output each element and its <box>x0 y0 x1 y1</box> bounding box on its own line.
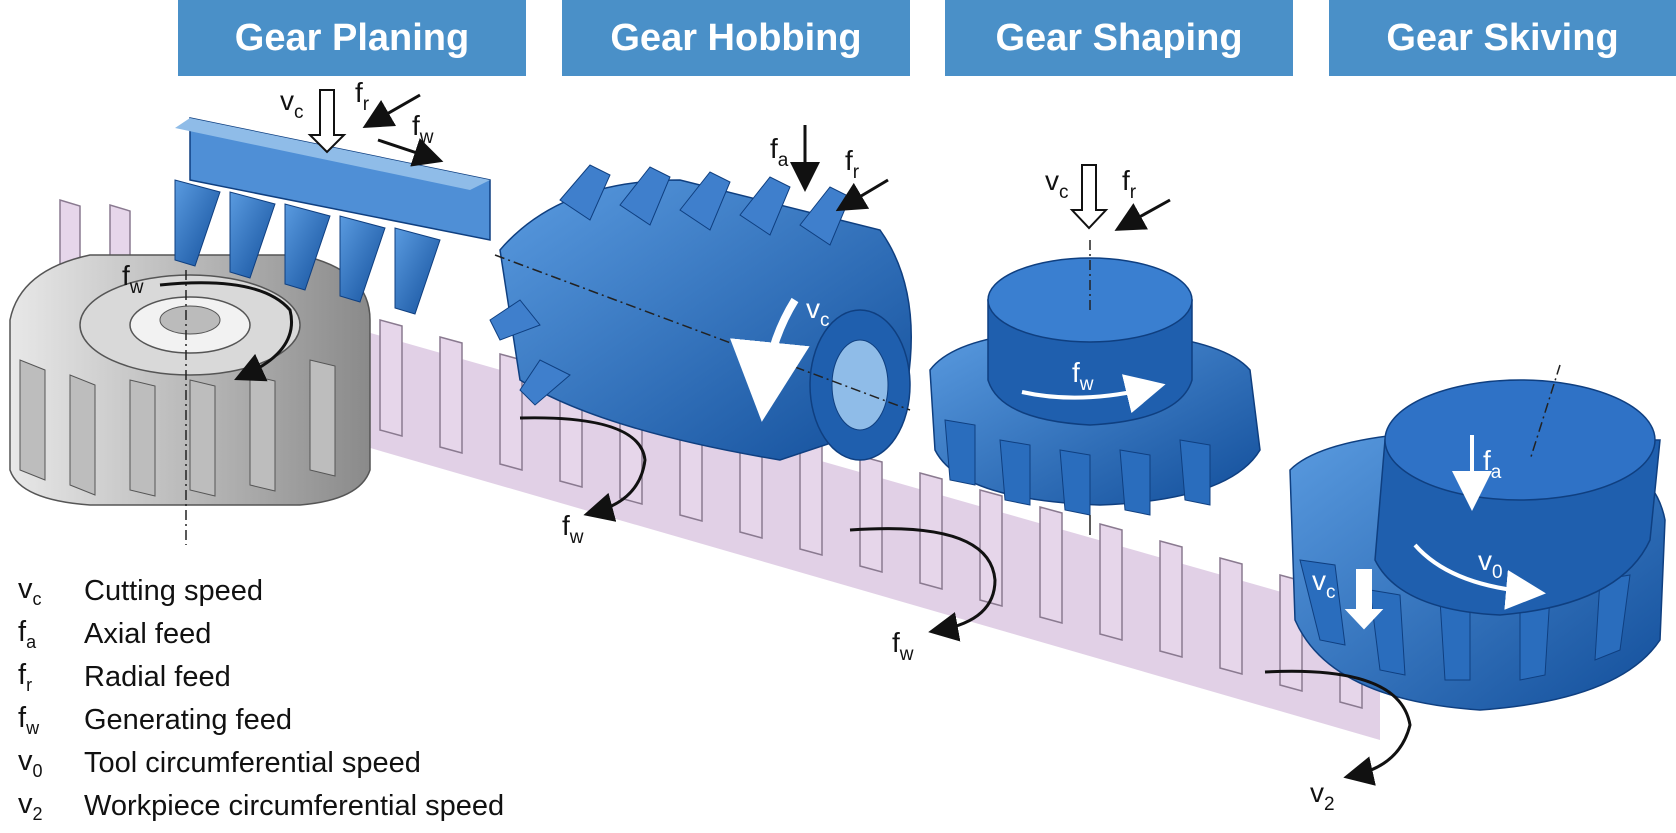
hobbing-fr-label: fr <box>845 145 860 183</box>
shaping-fw2-label: fw <box>892 627 914 665</box>
legend-text: Workpiece circumferential speed <box>84 790 504 823</box>
legend-row-v0: v0 Tool circumferential speed <box>18 742 504 785</box>
legend-text: Cutting speed <box>84 575 263 608</box>
legend-text: Generating feed <box>84 704 292 737</box>
legend-row-v2: v2 Workpiece circumferential speed <box>18 785 504 828</box>
hobbing-fa-label: fa <box>770 133 789 171</box>
planing-vc-label: vc <box>280 85 304 123</box>
hobbing-fr-arrow <box>846 180 888 205</box>
planing-fr-label: fr <box>355 77 370 115</box>
legend-symbol: v2 <box>18 788 84 825</box>
legend-symbol: fw <box>18 702 84 739</box>
planing-workpiece-gear <box>10 255 370 545</box>
shaping-vc-label: vc <box>1045 165 1069 203</box>
legend-symbol: fa <box>18 616 84 653</box>
shaping-fr-arrow <box>1125 200 1170 225</box>
legend-text: Tool circumferential speed <box>84 747 421 780</box>
skiving-v2-label: v2 <box>1310 777 1335 815</box>
planing-fw-label: fw <box>412 110 434 148</box>
shaping-vc-arrow <box>1072 165 1106 228</box>
legend-row-vc: vc Cutting speed <box>18 570 504 613</box>
legend-symbol: vc <box>18 573 84 610</box>
legend-text: Radial feed <box>84 661 231 694</box>
shaping-fr-label: fr <box>1122 165 1137 203</box>
legend-symbol: v0 <box>18 745 84 782</box>
legend-symbol: fr <box>18 659 84 696</box>
hobbing-fw-label: fw <box>562 510 584 548</box>
legend-row-fw: fw Generating feed <box>18 699 504 742</box>
legend-text: Axial feed <box>84 618 211 651</box>
legend-row-fr: fr Radial feed <box>18 656 504 699</box>
symbol-legend: vc Cutting speed fa Axial feed fr Radial… <box>18 570 504 828</box>
planing-vc-arrow <box>310 90 344 152</box>
skiving-tool <box>1290 365 1665 710</box>
legend-row-fa: fa Axial feed <box>18 613 504 656</box>
